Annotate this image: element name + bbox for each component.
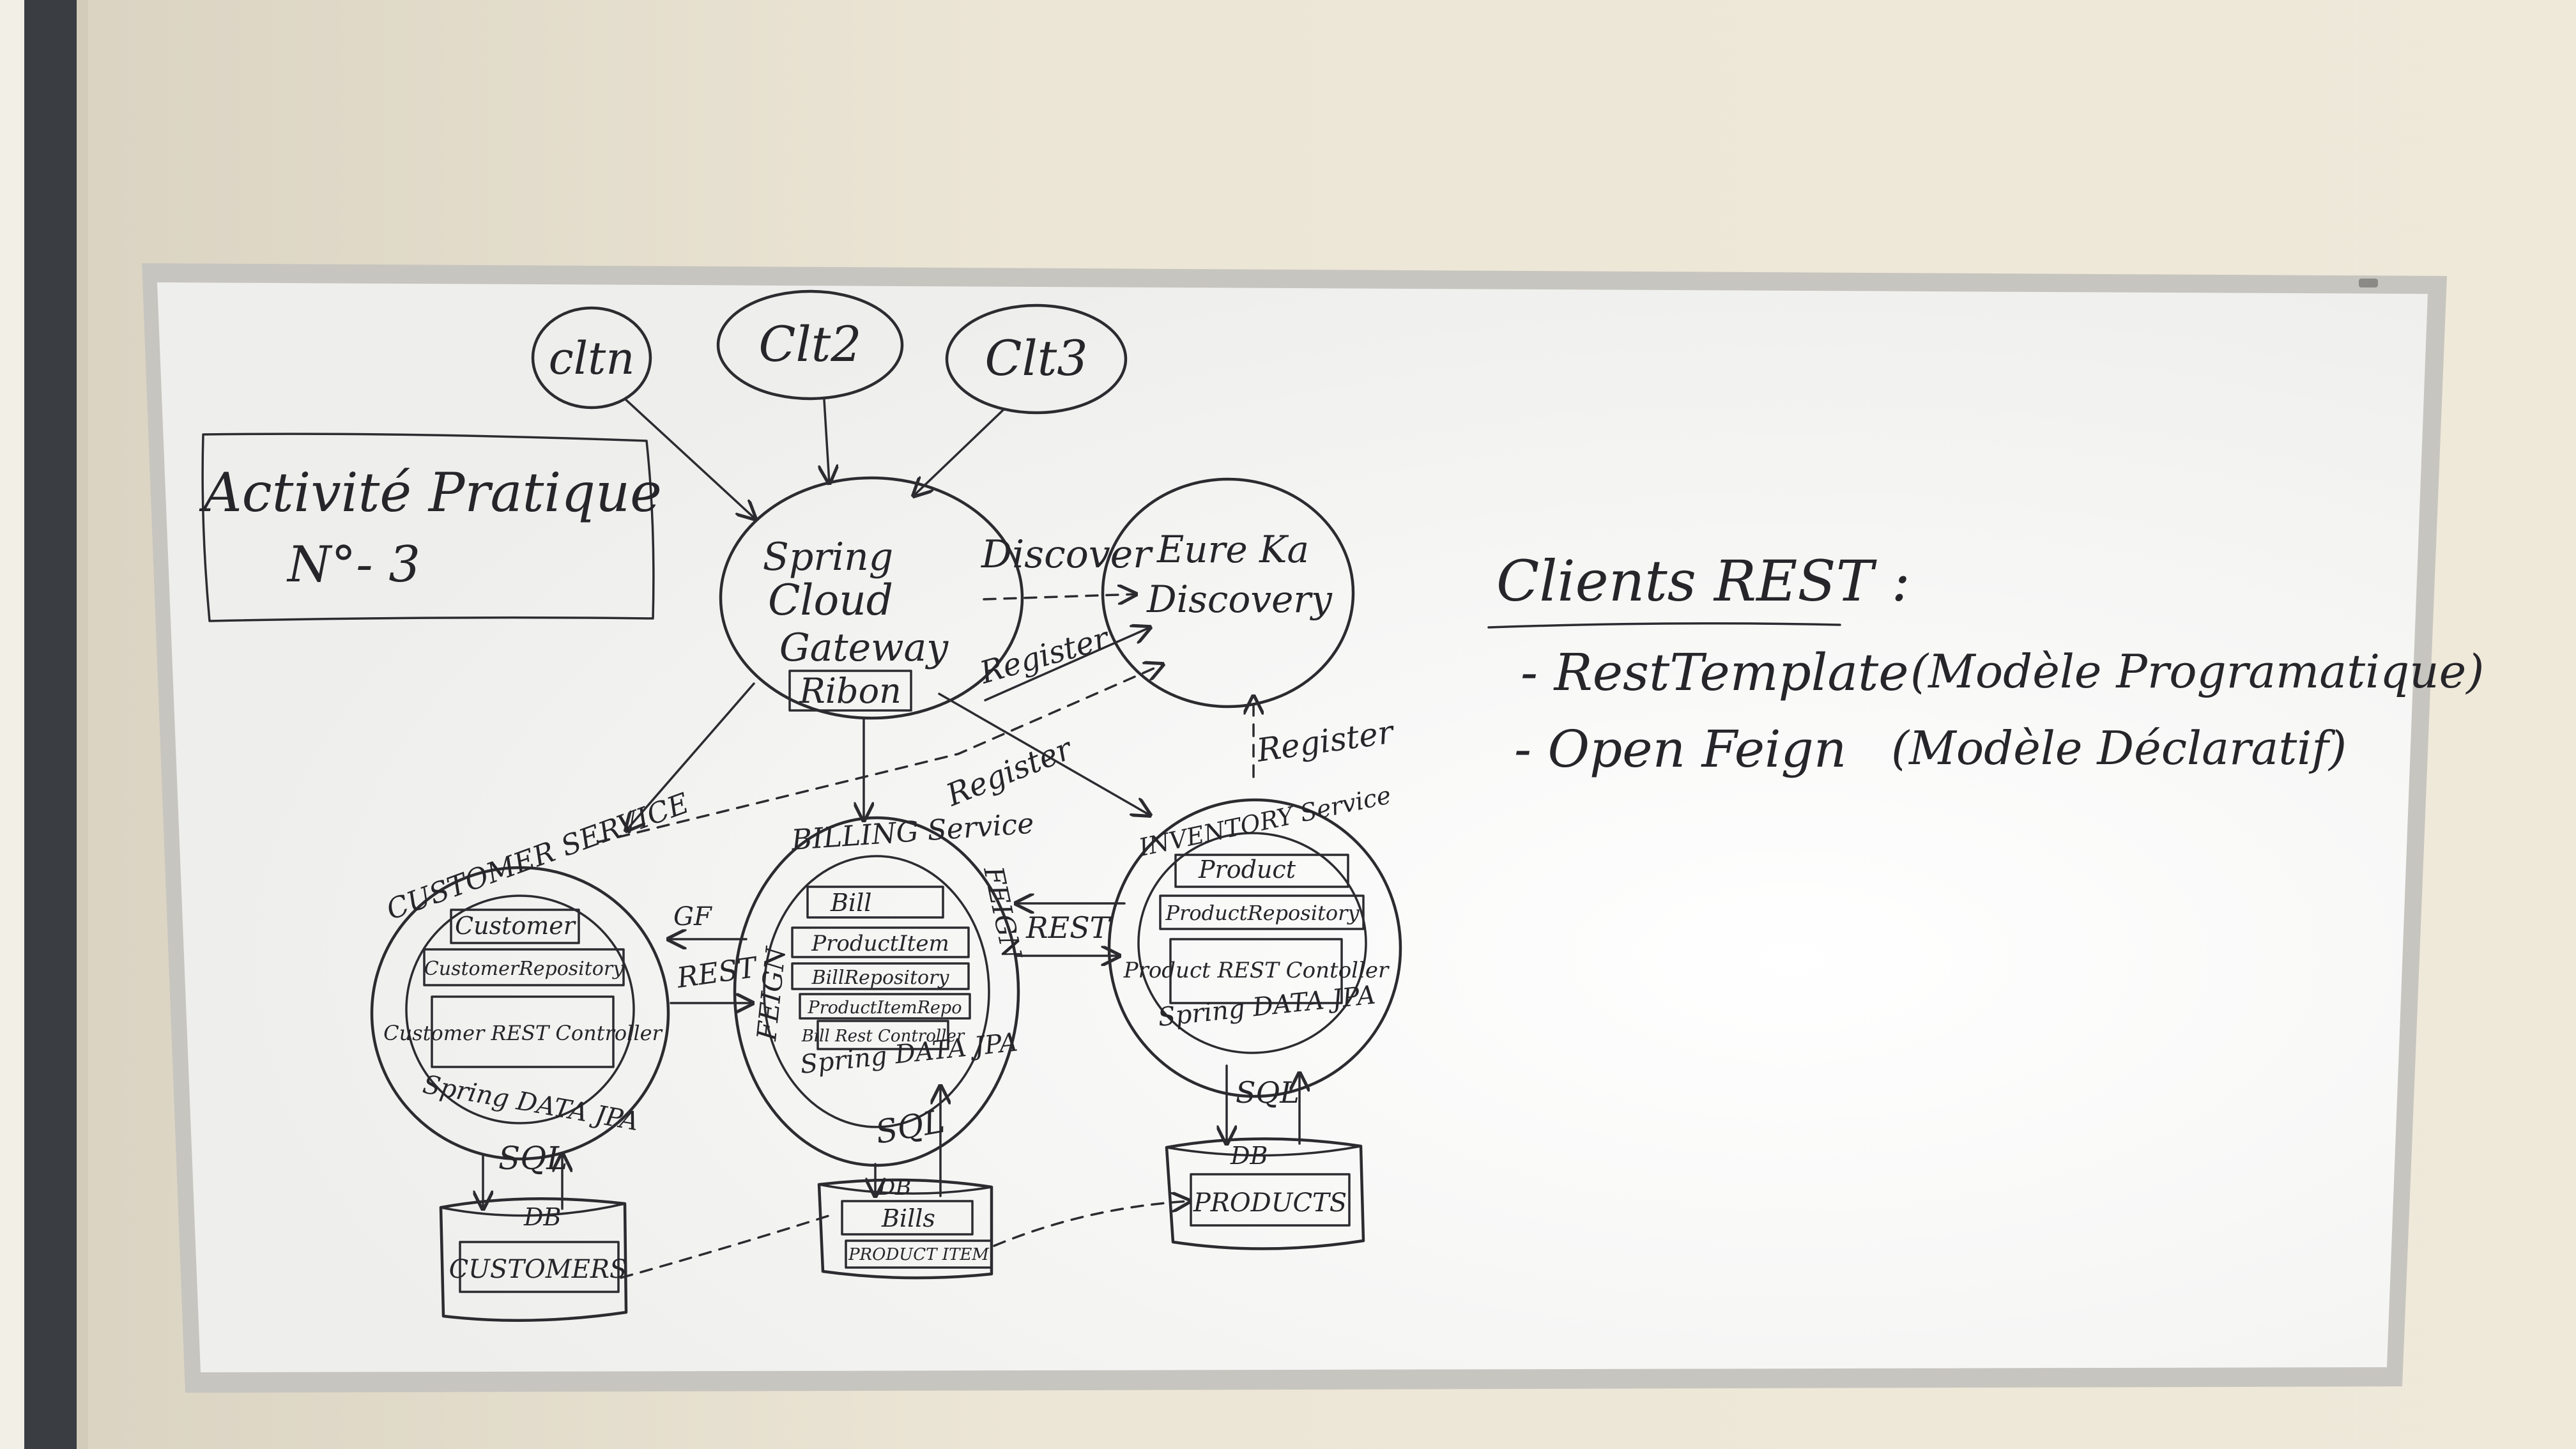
- edge-discover-label: Discover: [981, 532, 1153, 577]
- notes-item1-detail: (Modèle Programatique): [1910, 645, 2484, 698]
- billing-item-controller: Bill Rest Controller: [801, 1027, 965, 1046]
- billing-item-billrepository: BillRepository: [811, 967, 950, 989]
- notes-item1-name: - RestTemplate: [1521, 643, 1909, 702]
- billing-table-bills: Bills: [881, 1204, 935, 1232]
- client-clt2: Clt2: [716, 289, 904, 401]
- door-frame: [0, 0, 24, 1449]
- eureka-line1: Eure Ka: [1156, 528, 1309, 571]
- customers-db-label: DB: [523, 1203, 561, 1231]
- client-cltn: cltn: [531, 306, 652, 410]
- billing-item-bill: Bill: [830, 889, 871, 917]
- edge-rest-inventory-label: REST: [1025, 910, 1112, 945]
- inventory-item-controller: Product REST Contoller: [1123, 958, 1390, 983]
- edge-gf-label: GF: [673, 902, 712, 931]
- billing-db: DB Bills PRODUCT ITEM: [817, 1175, 993, 1280]
- gateway-ribbon-label: Ribon: [799, 671, 901, 711]
- title-box-line1: Activité Pratique: [199, 461, 662, 524]
- billing-item-productitem: ProductItem: [811, 931, 949, 956]
- billing-table-productitem: PRODUCT ITEM: [848, 1245, 990, 1264]
- billing-item-productitemrepo: ProductItemRepo: [808, 998, 962, 1018]
- products-db: DB PRODUCTS: [1165, 1137, 1365, 1250]
- products-db-label: DB: [1230, 1142, 1268, 1170]
- gateway-node: Spring Cloud Gateway Ribon: [719, 476, 1024, 720]
- eureka-node: Eure Ka Discovery: [1101, 477, 1355, 709]
- notes-item2-detail: (Modèle Déclaratif): [1891, 721, 2347, 775]
- gateway-line3: Gateway: [779, 625, 949, 670]
- products-table: PRODUCTS: [1193, 1188, 1347, 1218]
- gateway-line1: Spring: [763, 535, 893, 579]
- door-frame-edge: [24, 0, 77, 1449]
- service-links: GF REST REST: [668, 902, 1126, 1003]
- title-box: Activité Pratique N°- 3: [199, 433, 662, 622]
- inventory-item-product: Product: [1198, 855, 1296, 884]
- edge-sql-inventory-label: SQL: [1236, 1075, 1300, 1110]
- gateway-line2: Cloud: [768, 576, 893, 625]
- eureka-line2: Discovery: [1146, 578, 1333, 621]
- gateway-service-arrows: [626, 682, 1150, 831]
- client-clt3: Clt3: [945, 303, 1128, 415]
- client-label: Clt3: [985, 330, 1087, 387]
- db-links: [620, 1201, 1190, 1279]
- billing-db-label: DB: [877, 1175, 911, 1200]
- customers-db: DB CUSTOMERS: [439, 1197, 628, 1322]
- title-box-line2: N°- 3: [286, 536, 420, 594]
- rest-clients-notes: Clients REST : - RestTemplate (Modèle Pr…: [1487, 548, 2484, 779]
- edge-sql-customer-label: SQL: [498, 1140, 567, 1177]
- customer-item-customer: Customer: [455, 912, 577, 940]
- notes-item2-name: - Open Feign: [1514, 719, 1846, 779]
- client-label: Clt2: [758, 316, 861, 372]
- customer-item-repository: CustomerRepository: [424, 958, 624, 980]
- customers-table: CUSTOMERS: [449, 1255, 627, 1284]
- notes-title: Clients REST :: [1496, 548, 1910, 614]
- customer-item-controller: Customer REST Controller: [383, 1021, 663, 1045]
- client-label: cltn: [549, 332, 635, 385]
- marker-tray-cap: [2359, 279, 2378, 288]
- sql-links: SQL SQL SQL: [483, 1064, 1300, 1209]
- whiteboard: [142, 263, 2447, 1393]
- client-arrows: [625, 399, 1006, 519]
- inventory-item-repository: ProductRepository: [1165, 901, 1360, 925]
